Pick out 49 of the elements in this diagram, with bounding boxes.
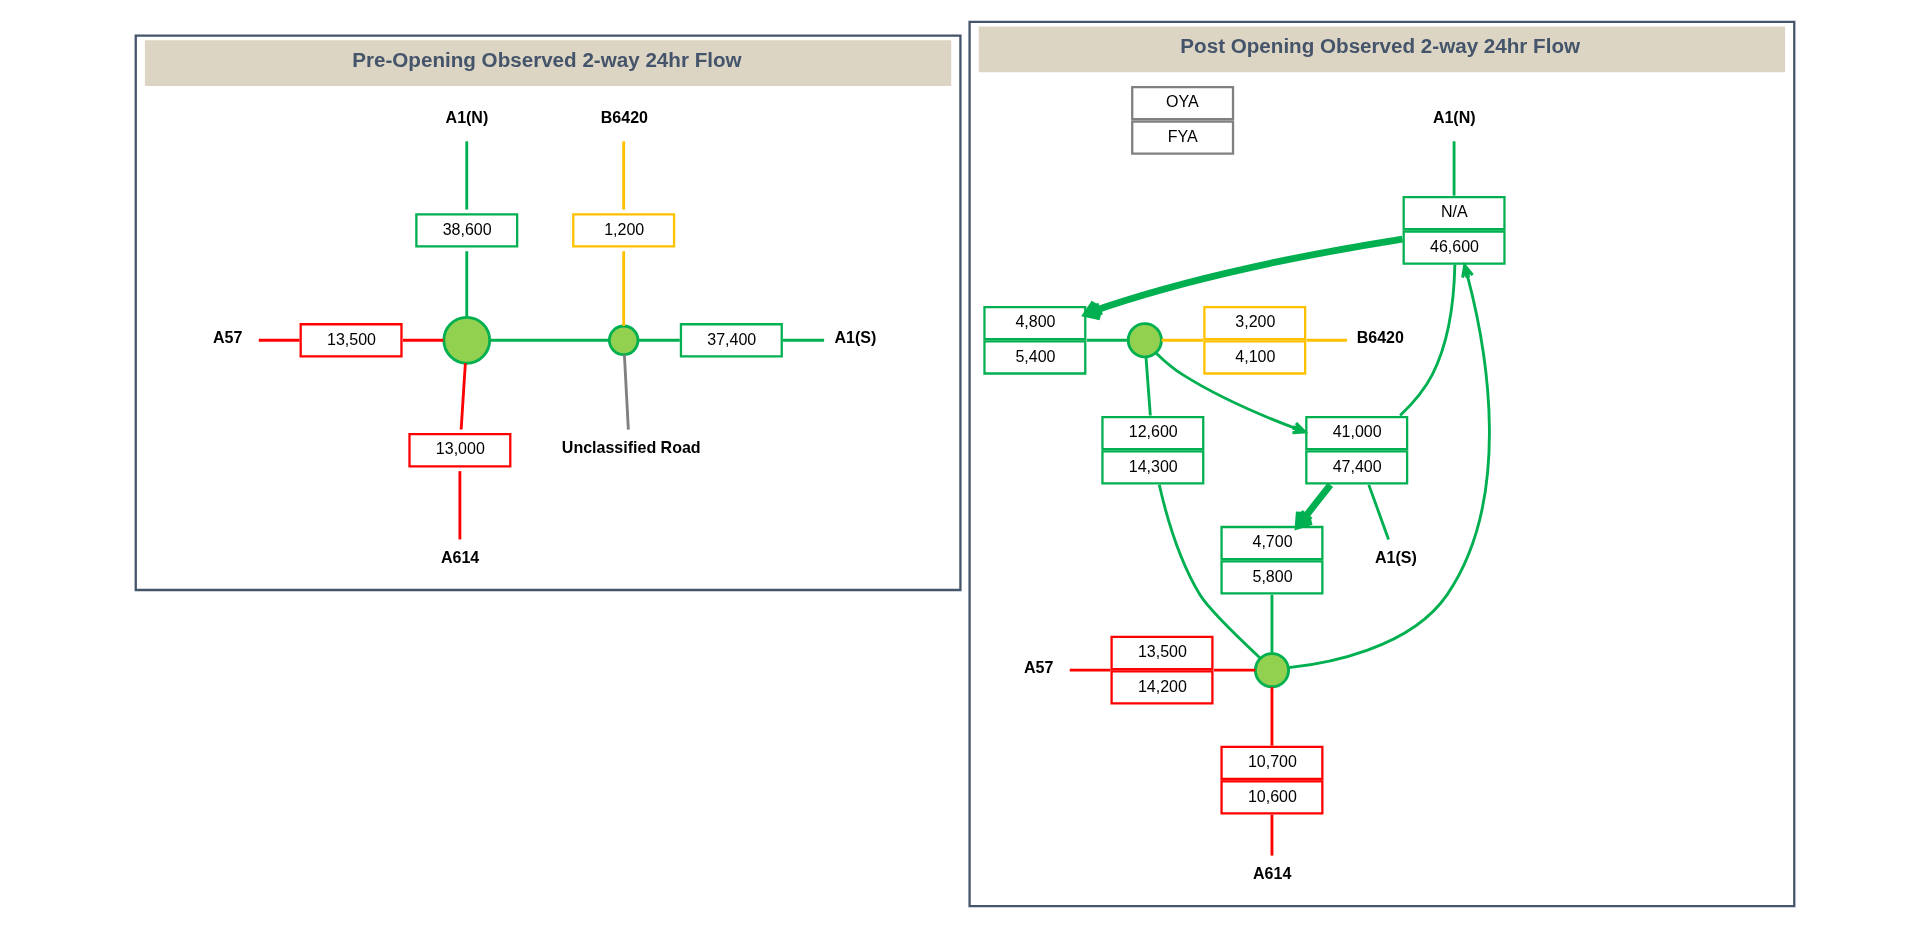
- node-circle: [607, 324, 640, 357]
- node-circle: [442, 315, 492, 365]
- connector: [1157, 484, 1262, 660]
- node-text: A1(S): [834, 328, 877, 347]
- connector: [465, 141, 469, 210]
- connector: [465, 251, 469, 318]
- connector: [1144, 356, 1152, 416]
- node-text: A1(N): [445, 108, 489, 127]
- arrow: [1155, 351, 1307, 435]
- connector: [1270, 814, 1274, 856]
- node-text: A614: [1253, 864, 1292, 883]
- connector: [1367, 484, 1390, 540]
- connector: [258, 338, 300, 342]
- connector: [1214, 668, 1256, 672]
- node-text: B6420: [600, 108, 648, 127]
- node-text: A57: [213, 328, 243, 347]
- connector: [1452, 141, 1456, 196]
- arrow: [1288, 263, 1491, 670]
- connector: [622, 251, 626, 326]
- connector: [1270, 594, 1274, 654]
- node-text: A1(S): [1375, 548, 1417, 567]
- connector: [638, 338, 680, 342]
- node-text: Unclassified Road: [561, 438, 701, 457]
- connector: [1086, 338, 1129, 342]
- connector: [622, 354, 630, 430]
- connector: [459, 363, 467, 430]
- connector: [1399, 264, 1457, 417]
- node-box: 13,000: [408, 433, 512, 468]
- connector: [1069, 668, 1111, 672]
- node-box: 38,600: [415, 213, 519, 248]
- node-circle: [1126, 322, 1163, 359]
- node-text: A57: [1023, 658, 1054, 677]
- connector: [403, 338, 444, 342]
- node-text: B6420: [1356, 328, 1404, 347]
- arrow: [1083, 235, 1404, 321]
- connector: [783, 338, 825, 342]
- node-text: A1(N): [1432, 108, 1476, 127]
- connector: [1306, 338, 1348, 342]
- node-box: 1,200: [572, 213, 676, 248]
- node-box: 13,500: [299, 323, 403, 358]
- connector: [489, 338, 610, 342]
- node-box: 37,400: [679, 323, 783, 358]
- connector: [1270, 687, 1274, 746]
- node-text: A614: [440, 548, 480, 567]
- connector: [458, 471, 462, 540]
- node-circle: [1253, 652, 1290, 689]
- connector: [1161, 338, 1204, 342]
- arrow: [1294, 482, 1334, 530]
- connector: [622, 141, 626, 210]
